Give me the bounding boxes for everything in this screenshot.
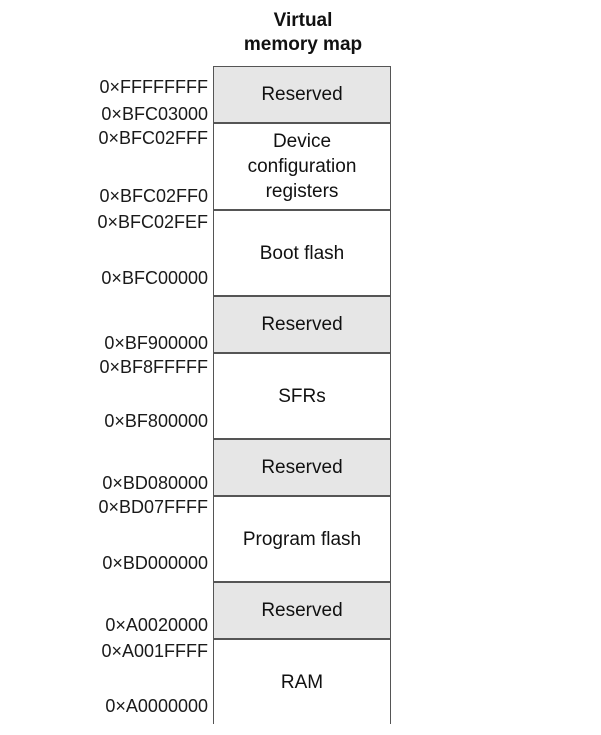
segment-ram: RAM: [214, 640, 390, 725]
address-label: 0×BF900000: [104, 333, 208, 353]
address-label: 0×BD000000: [102, 553, 208, 573]
segment-label: Reserved: [261, 314, 343, 335]
title-line-1: Virtual: [273, 10, 333, 31]
segment-label-line: configuration: [247, 156, 357, 177]
address-label: 0×BFC02FFF: [98, 128, 208, 148]
segment-sfrs: SFRs: [214, 354, 390, 440]
segment-reserved-4: Reserved: [214, 583, 390, 640]
address-label: 0×A0020000: [105, 615, 208, 635]
segment-program-flash: Program flash: [214, 497, 390, 583]
address-label: 0×BFC03000: [101, 104, 208, 124]
title-line-2: memory map: [243, 34, 363, 55]
address-label: 0×BD07FFFF: [98, 497, 208, 517]
segment-label-line: Device: [272, 131, 332, 152]
memory-map: Reserved Device configuration registers …: [213, 66, 391, 725]
segment-label: Reserved: [261, 457, 343, 478]
address-label: 0×BF8FFFFF: [99, 357, 208, 377]
address-label: 0×BF800000: [104, 411, 208, 431]
segment-label: Device configuration registers: [236, 129, 369, 204]
address-label: 0×BFC02FF0: [99, 186, 208, 206]
segment-label: Boot flash: [259, 242, 345, 264]
segment-label: Reserved: [261, 600, 343, 621]
address-label: 0×BFC00000: [101, 268, 208, 288]
diagram-title: Virtual memory map: [213, 9, 393, 57]
segment-device-config-registers: Device configuration registers: [214, 124, 390, 211]
address-label: 0×A001FFFF: [101, 641, 208, 661]
address-label: 0×BD080000: [102, 473, 208, 493]
segment-label: Program flash: [242, 528, 362, 550]
segment-label: SFRs: [278, 385, 326, 407]
address-label: 0×BFC02FEF: [97, 212, 208, 232]
address-label: 0×FFFFFFFF: [99, 77, 208, 97]
segment-label: RAM: [280, 672, 324, 693]
segment-reserved-top: Reserved: [214, 67, 390, 124]
segment-reserved-2: Reserved: [214, 297, 390, 354]
segment-boot-flash: Boot flash: [214, 211, 390, 297]
segment-label: Reserved: [261, 84, 343, 105]
segment-reserved-3: Reserved: [214, 440, 390, 497]
address-label: 0×A0000000: [105, 696, 208, 716]
segment-label-line: registers: [265, 181, 339, 202]
